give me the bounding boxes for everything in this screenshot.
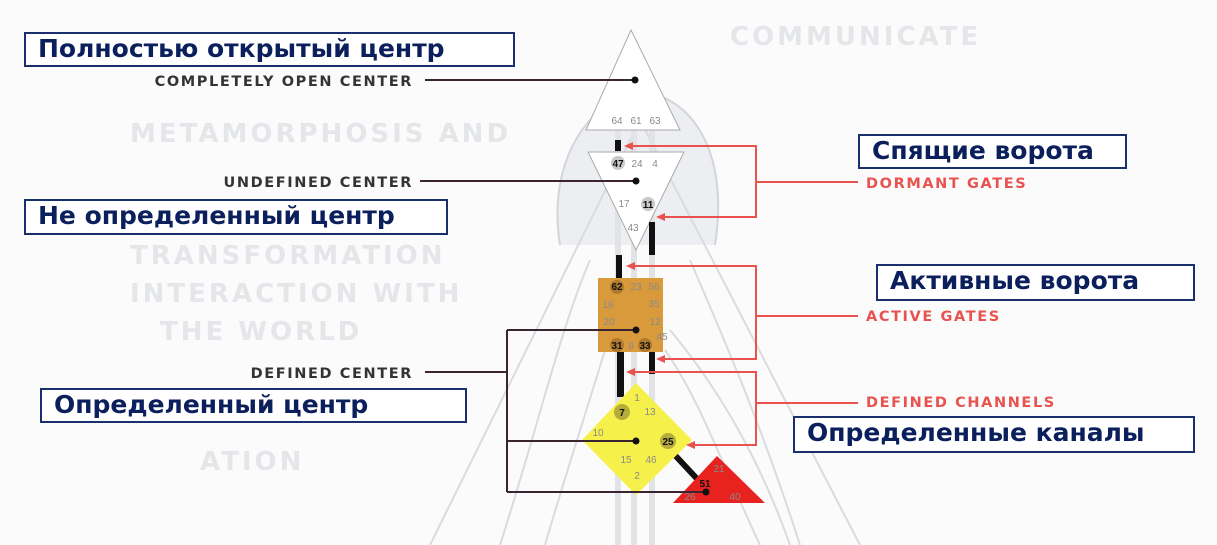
label-defined-center-ru: Определенный центр <box>40 388 467 423</box>
gate-label: 40 <box>729 492 741 503</box>
background-text-line: INTERACTION WITH <box>130 279 462 309</box>
label-defined-channels-ru: Определенные каналы <box>793 416 1195 453</box>
label-defined-channels-en: DEFINED CHANNELS <box>866 395 1056 411</box>
gate-brackets <box>630 145 858 446</box>
gate-label: 4 <box>652 159 658 170</box>
gate-label: 1 <box>634 393 640 404</box>
label-undefined-center-ru: Не определенный центр <box>24 199 448 235</box>
leader-dots <box>631 76 710 496</box>
gate-label: 13 <box>644 407 656 418</box>
channel-bars <box>615 140 703 485</box>
gate-label: 35 <box>648 299 660 310</box>
background-text-line: COMMUNICATE <box>730 22 981 52</box>
gate-label: 56 <box>648 282 660 293</box>
gate-label: 8 <box>628 341 634 352</box>
gate-label: 63 <box>649 116 661 127</box>
ajna-center <box>587 151 685 252</box>
gate-label: 33 <box>639 341 651 352</box>
gate-label: 23 <box>630 282 642 293</box>
background-text-line: ATION <box>200 447 304 477</box>
gate-label: 47 <box>612 159 624 170</box>
label-defined-center-en: DEFINED CENTER <box>251 366 413 382</box>
label-dormant-gates-ru: Спящие ворота <box>858 134 1127 169</box>
label-active-gates-en: ACTIVE GATES <box>866 309 1001 325</box>
gate-label: 51 <box>699 479 711 490</box>
gate-label: 11 <box>643 200 654 211</box>
gate-label: 21 <box>713 464 725 475</box>
gate-label: 24 <box>631 159 643 170</box>
gate-label: 46 <box>645 455 657 466</box>
background-text-line: METAMORPHOSIS AND <box>130 119 511 149</box>
gate-label: 17 <box>618 199 630 210</box>
gate-label: 12 <box>649 317 661 328</box>
background-text-line: THE WORLD <box>160 317 362 347</box>
gate-label: 10 <box>592 428 604 439</box>
center-leaders <box>420 79 706 493</box>
label-open-center-en: COMPLETELY OPEN CENTER <box>155 74 413 90</box>
gate-label: 62 <box>611 282 623 293</box>
gate-label: 26 <box>684 492 696 503</box>
label-undefined-center-en: UNDEFINED CENTER <box>223 175 413 191</box>
arrowheads <box>624 142 695 449</box>
gate-label: 25 <box>662 437 674 448</box>
gate-label: 16 <box>602 300 614 311</box>
background-text-line: TRANSFORMATION <box>130 241 446 271</box>
gate-label: 31 <box>611 341 623 352</box>
label-dormant-gates-en: DORMANT GATES <box>866 176 1027 192</box>
throat-center <box>598 278 663 352</box>
label-open-center-ru: Полностью открытый центр <box>24 32 515 67</box>
gate-label: 43 <box>627 223 639 234</box>
gate-label: 20 <box>603 317 615 328</box>
gate-label: 7 <box>619 408 625 419</box>
background-text: COMMUNICATE METAMORPHOSIS AND TRANSFORMA… <box>130 22 981 477</box>
gate-label: 15 <box>620 455 632 466</box>
gate-label: 64 <box>611 116 623 127</box>
gate-label: 61 <box>630 116 642 127</box>
gate-label: 2 <box>634 471 640 482</box>
label-active-gates-ru: Активные ворота <box>876 264 1195 301</box>
gate-label: 45 <box>656 332 668 343</box>
